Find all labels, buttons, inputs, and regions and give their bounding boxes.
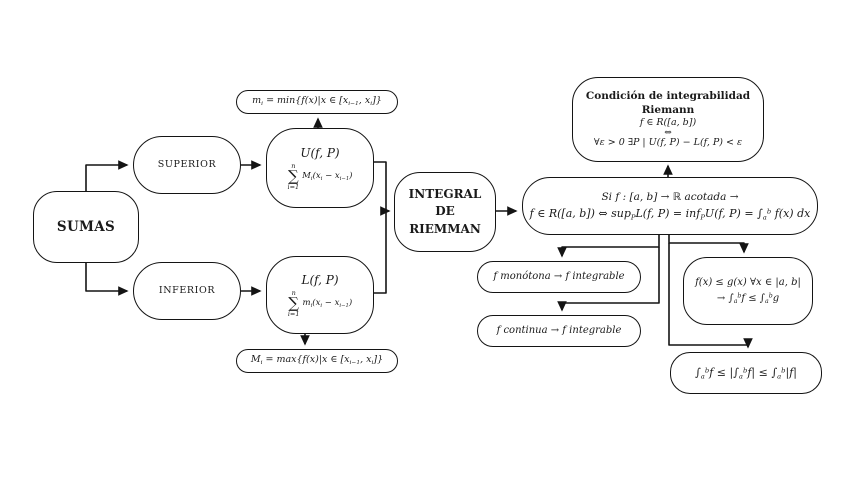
condicion-subtitle: Riemann xyxy=(641,103,695,116)
continua-text: f continua → f integrable xyxy=(496,324,622,336)
node-inferior-label: INFERIOR xyxy=(158,285,216,297)
definicion-line1: Si f : [a, b] → ℝ acotada → xyxy=(601,190,739,203)
max-formula-text: Mi = max{f(x)|x ∈ [xi−1, xi]} xyxy=(250,354,384,367)
sum-lower-limit: i=1 xyxy=(287,310,300,318)
node-min-formula: mi = min{f(x)|x ∈ [xi−1, xi]} xyxy=(236,90,398,114)
integral-riemman-label: INTEGRAL DE RIEMMAN xyxy=(408,186,482,236)
iff-symbol: ⇔ xyxy=(664,127,672,138)
connector-sumas-superior xyxy=(85,160,129,191)
connector-definicion-comparacion xyxy=(668,235,749,254)
lower-sum-formula: n ∑ i=1 mi(xi − xi−1) xyxy=(287,288,353,318)
connector-sumas-inferior xyxy=(85,263,129,296)
sigma-glyph: ∑ xyxy=(287,167,299,185)
sigma-glyph: ∑ xyxy=(288,294,300,312)
node-comparacion: f(x) ≤ g(x) ∀x ∈ |a, b| → ∫abf ≤ ∫abg xyxy=(683,257,813,325)
min-formula-text: mi = min{f(x)|x ∈ [xi−1, xi]} xyxy=(252,95,382,108)
connector-upper-sum-integral xyxy=(374,161,391,216)
condicion-title: Condición de integrabilidad xyxy=(585,90,751,103)
upper-sum-formula: n ∑ i=1 Mi(xi − xi−1) xyxy=(287,161,353,191)
comparacion-line1: f(x) ≤ g(x) ∀x ∈ |a, b| xyxy=(695,276,801,288)
upper-sum-expression: Mi(xi − xi−1) xyxy=(302,170,353,182)
condicion-line3: ∀ε > 0 ∃P | U(f, P) − L(f, P) < ε xyxy=(593,136,743,148)
sum-lower-limit: i=1 xyxy=(287,183,300,191)
node-continua: f continua → f integrable xyxy=(477,315,641,347)
lower-sum-expression: mi(xi − xi−1) xyxy=(302,297,353,309)
sum-upper-limit: n xyxy=(291,161,296,170)
node-integral-riemman: INTEGRAL DE RIEMMAN xyxy=(394,172,496,252)
comparacion-line2: → ∫abf ≤ ∫abg xyxy=(716,292,780,306)
node-max-formula: Mi = max{f(x)|x ∈ [xi−1, xi]} xyxy=(236,349,398,373)
node-sumas: SUMAS xyxy=(33,191,139,263)
upper-sum-title: U(f, P) xyxy=(300,145,340,160)
node-lower-sum: L(f, P) n ∑ i=1 mi(xi − xi−1) xyxy=(266,256,374,334)
connector-definicion-monotona xyxy=(557,235,660,258)
monotona-text: f monótona → f integrable xyxy=(493,270,625,282)
lower-sum-title: L(f, P) xyxy=(301,272,339,287)
sum-upper-limit: n xyxy=(291,288,296,297)
sigma-symbol: n ∑ i=1 xyxy=(287,161,300,191)
condicion-line1: f ∈ R([a, b]) xyxy=(639,116,697,128)
node-valor-absoluto: ∫abf ≤ |∫abf| ≤ ∫ab|f| xyxy=(670,352,822,394)
connector-lower-sum-merge xyxy=(374,211,387,294)
node-monotona: f monótona → f integrable xyxy=(477,261,641,293)
node-superior-label: SUPERIOR xyxy=(157,159,217,171)
definicion-line2: f ∈ R([a, b]) ⇔ supPL(f, P) = infPU(f, P… xyxy=(529,206,811,221)
valor-absoluto-text: ∫abf ≤ |∫abf| ≤ ∫ab|f| xyxy=(695,365,797,380)
node-upper-sum: U(f, P) n ∑ i=1 Mi(xi − xi−1) xyxy=(266,128,374,208)
sigma-symbol: n ∑ i=1 xyxy=(287,288,300,318)
node-sumas-label: SUMAS xyxy=(56,218,116,235)
node-condicion-integrabilidad: Condición de integrabilidad Riemann f ∈ … xyxy=(572,77,764,162)
node-definicion: Si f : [a, b] → ℝ acotada → f ∈ R([a, b]… xyxy=(522,177,818,235)
node-inferior: INFERIOR xyxy=(133,262,241,320)
node-superior: SUPERIOR xyxy=(133,136,241,194)
